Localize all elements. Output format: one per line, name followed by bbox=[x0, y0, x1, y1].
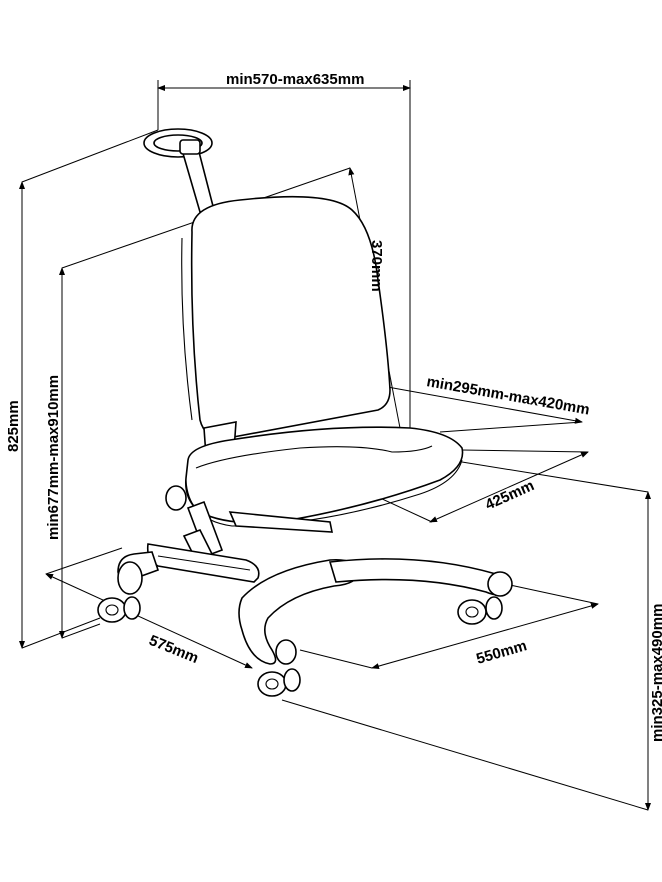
seat-height-ext-bottom bbox=[281, 699, 649, 811]
label-seat-width: 425mm bbox=[483, 477, 537, 514]
base-depth-ext bbox=[45, 547, 123, 575]
label-total-height: 825mm bbox=[5, 400, 22, 452]
seat-cushion bbox=[184, 426, 464, 524]
seat-width-line bbox=[429, 451, 589, 523]
label-back-height: 370mm bbox=[368, 240, 385, 292]
label-seat-height: min325-max490mm bbox=[649, 604, 662, 742]
seat-width-ext-left bbox=[379, 497, 433, 523]
label-back-top-height: min677mm-max910mm bbox=[45, 375, 62, 540]
base-width-ext-left bbox=[299, 649, 373, 669]
seat-mechanism bbox=[228, 511, 333, 533]
seat-depth-line bbox=[381, 384, 583, 424]
label-base-width: 550mm bbox=[474, 637, 528, 668]
caster-rear-left bbox=[97, 561, 143, 623]
back-top-ext-bottom bbox=[61, 623, 101, 639]
seat-height-ext-top bbox=[461, 461, 649, 493]
caster-right bbox=[457, 571, 513, 625]
base-crossbar-line bbox=[157, 555, 251, 571]
back-post bbox=[180, 147, 215, 213]
label-seat-depth: min295mm-max420mm bbox=[425, 373, 591, 418]
total-height-ext-bottom bbox=[21, 617, 101, 649]
seat-contour bbox=[195, 445, 433, 469]
backrest bbox=[190, 195, 391, 439]
base-right-arm bbox=[328, 558, 511, 596]
base-width-ext-right bbox=[509, 584, 599, 605]
seat-width-ext-right bbox=[461, 449, 589, 453]
label-top-width: min570-max635mm bbox=[226, 71, 364, 88]
dimension-lines bbox=[19, 80, 651, 811]
base-width-line bbox=[371, 603, 599, 669]
seat-adjust-knob bbox=[165, 485, 187, 511]
total-height-ext-top bbox=[21, 129, 159, 183]
label-base-depth: 575mm bbox=[147, 632, 201, 667]
caster-front bbox=[257, 639, 301, 697]
base-front-curve bbox=[238, 558, 359, 665]
backrest-edge bbox=[181, 237, 193, 421]
post-cap bbox=[179, 139, 201, 155]
seat-depth-ext bbox=[439, 421, 583, 433]
chair-drawing bbox=[97, 128, 513, 697]
base-depth-line bbox=[45, 573, 253, 669]
